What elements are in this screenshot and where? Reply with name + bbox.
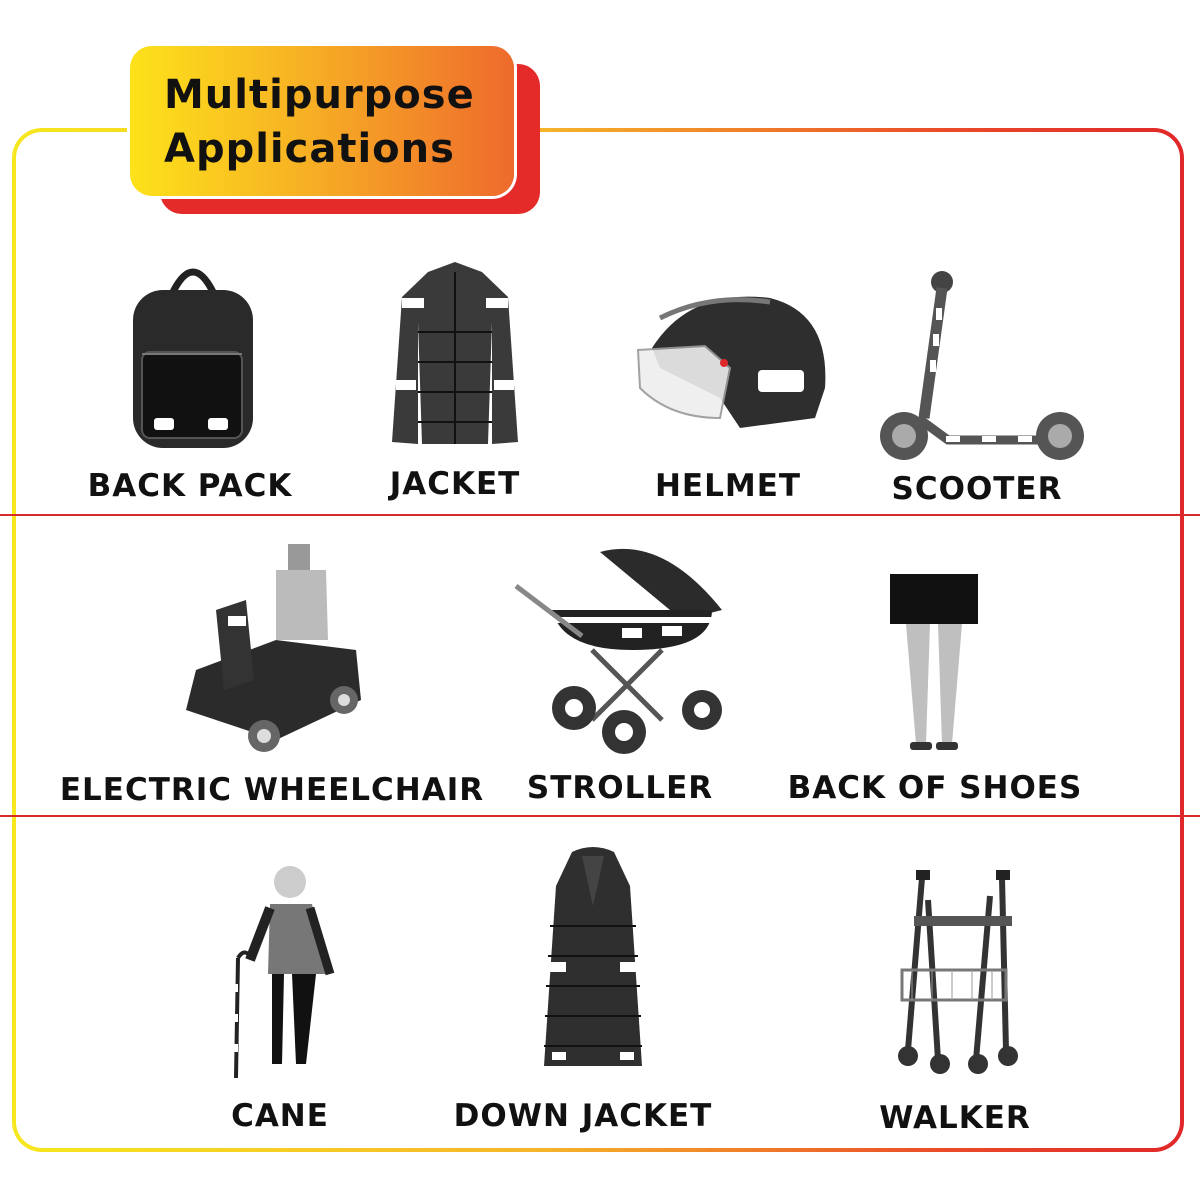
title-line-2: Applications [164, 126, 455, 172]
title-line-1: Multipurpose [164, 72, 475, 118]
legs-shoes-icon [890, 574, 978, 750]
title-badge: Multipurpose Applications [130, 46, 514, 196]
backpack-icon [133, 268, 253, 448]
label-walker: WALKER [879, 1100, 1031, 1136]
down-jacket-icon [544, 847, 642, 1066]
scooter-icon [880, 271, 1084, 460]
jacket-icon [392, 262, 518, 444]
label-stroller: STROLLER [526, 770, 714, 806]
electric-wheelchair-icon [186, 544, 361, 752]
label-electric-wheelchair: ELECTRIC WHEELCHAIR [59, 772, 485, 808]
row-divider-2 [0, 815, 1200, 817]
label-helmet: HELMET [654, 468, 802, 504]
helmet-icon [636, 296, 826, 428]
walker-icon [898, 870, 1018, 1074]
label-down-jacket: DOWN JACKET [453, 1098, 713, 1134]
label-scooter: SCOOTER [891, 471, 1063, 507]
row-divider-1 [0, 514, 1200, 516]
elderly-cane-icon [234, 866, 335, 1079]
stroller-icon [514, 548, 722, 754]
label-back-of-shoes: BACK OF SHOES [787, 770, 1083, 806]
label-jacket: JACKET [389, 466, 521, 502]
label-cane: CANE [231, 1098, 329, 1134]
label-backpack: BACK PACK [87, 468, 293, 504]
